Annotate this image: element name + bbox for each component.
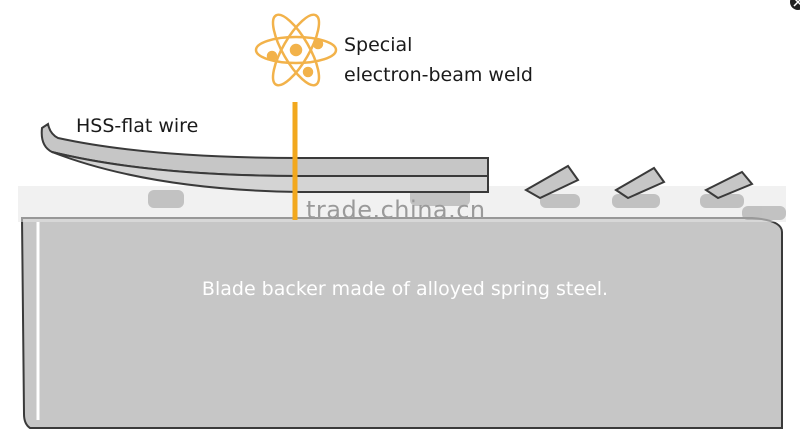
watermark: trade.china.cn: [306, 196, 486, 224]
blade-backer: [20, 217, 783, 429]
tooth: [614, 166, 666, 200]
atom-icon: [254, 13, 338, 87]
close-icon: [790, 0, 800, 10]
blade-teeth: [523, 164, 754, 200]
tooth: [523, 164, 580, 200]
wire-label: HSS-flat wire: [76, 115, 199, 137]
blur-shadows: [148, 188, 786, 220]
tooth: [704, 170, 754, 200]
weld-label-line1: Special: [344, 34, 413, 56]
hss-flat-wire-bottom: [51, 151, 489, 193]
weld-label-line2: electron-beam weld: [344, 64, 533, 86]
backer-label: Blade backer made of alloyed spring stee…: [201, 278, 609, 300]
